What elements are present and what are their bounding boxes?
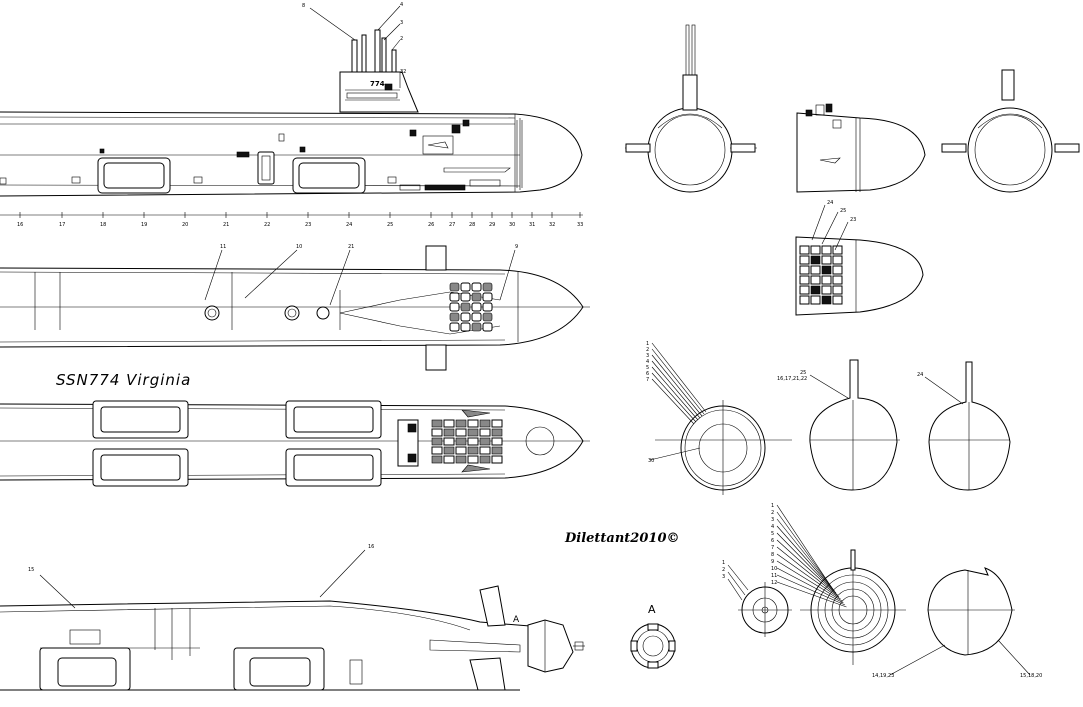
bow-detail-section: 24 25 23 xyxy=(795,200,924,316)
callout-s3-2: 2 xyxy=(722,567,725,573)
section-3-callout: 3 xyxy=(771,517,774,523)
section-3-callout: 7 xyxy=(771,545,774,551)
callout-11: 11 xyxy=(220,244,226,250)
callout-23: 23 xyxy=(850,217,856,223)
frame-label: 26 xyxy=(428,222,434,228)
side-elevation-view: 774 8 4 3 2 32 16 17 18 19 20 21 22 23 24 25 26 27 2… xyxy=(0,2,583,228)
section-3-callout: 10 xyxy=(771,566,777,572)
section-3-callout: 4 xyxy=(771,524,774,530)
bow-front-section xyxy=(625,24,757,193)
callout-10: 10 xyxy=(296,244,302,250)
section-3-callout: 11 xyxy=(771,573,777,579)
section-1-callout: 3 xyxy=(646,353,649,359)
drawing-title: SSN774 Virginia xyxy=(56,371,191,389)
callout-16-17-21-22: 16,17,21,22 xyxy=(777,376,807,382)
frame-label: 31 xyxy=(529,222,535,228)
frame-label: 19 xyxy=(141,222,147,228)
frame-label: 22 xyxy=(264,222,270,228)
section-1-callout: 7 xyxy=(646,377,649,383)
section-1-callout: 5 xyxy=(646,365,649,371)
frame-label: 27 xyxy=(449,222,455,228)
frame-label: 30 xyxy=(509,222,515,228)
section-3-small-circle: 1 2 3 xyxy=(722,560,792,637)
stern-section-marker: A xyxy=(513,615,520,625)
callout-24-profile: 24 xyxy=(917,372,923,378)
callout-32: 32 xyxy=(400,69,406,75)
section-1-callout: 6 xyxy=(646,371,649,377)
frame-label: 32 xyxy=(549,222,555,228)
callout-25: 25 xyxy=(840,208,846,214)
section-3-callout: 2 xyxy=(771,510,774,516)
section-3-callout: 8 xyxy=(771,552,774,558)
frame-label: 28 xyxy=(469,222,475,228)
callout-15: 15 xyxy=(28,567,34,573)
section-3-callout: 1 xyxy=(771,503,774,509)
section-2-profile: 24 xyxy=(917,361,1011,491)
callout-24: 24 xyxy=(827,200,833,206)
frame-label: 20 xyxy=(182,222,188,228)
stern-rear-section xyxy=(941,69,1080,193)
callout-30: 30 xyxy=(648,458,654,464)
stern-side-view: A 15 16 xyxy=(0,544,585,691)
section-1-callout: 4 xyxy=(646,359,649,365)
frame-label: 23 xyxy=(305,222,311,228)
section-4-profile: 14,19,23 15,18,20 xyxy=(872,567,1042,679)
callout-9: 9 xyxy=(515,244,518,250)
callout-14-19-23: 14,19,23 xyxy=(872,673,894,679)
top-plan-view: 11 10 21 9 xyxy=(0,244,590,371)
frame-label: 17 xyxy=(59,222,65,228)
callout-s3-3: 3 xyxy=(722,574,725,580)
callout-s3-1: 1 xyxy=(722,560,725,566)
bow-side-section xyxy=(796,103,926,193)
sail-hull-number: 774 xyxy=(370,80,385,88)
frame-label: 29 xyxy=(489,222,495,228)
frame-label: 18 xyxy=(100,222,106,228)
frame-label: 33 xyxy=(577,222,583,228)
callout-4: 4 xyxy=(400,2,403,8)
frame-label: 25 xyxy=(387,222,393,228)
section-1-profile: 25 16,17,21,22 xyxy=(777,359,900,491)
section-3-callout: 9 xyxy=(771,559,774,565)
callout-3: 3 xyxy=(400,20,403,26)
author-signature: Dilettant2010© xyxy=(564,531,680,546)
section-3-callout: 12 xyxy=(771,580,777,586)
frame-label: 16 xyxy=(17,222,23,228)
callout-16: 16 xyxy=(368,544,374,550)
frame-label: 21 xyxy=(223,222,229,228)
section-1-callout: 2 xyxy=(646,347,649,353)
callout-8: 8 xyxy=(302,3,305,9)
frame-scale: 16 17 18 19 20 21 22 23 24 25 26 27 28 29 30 31 32 33 xyxy=(17,212,583,228)
section-3-callout: 6 xyxy=(771,538,774,544)
frame-label: 24 xyxy=(346,222,352,228)
callout-21: 21 xyxy=(348,244,354,250)
section-1-callout: 1 xyxy=(646,341,649,347)
callout-15-18-20: 15,18,20 xyxy=(1020,673,1042,679)
callout-2: 2 xyxy=(400,36,403,42)
section-3-callout: 5 xyxy=(771,531,774,537)
section-a-view: A xyxy=(630,603,676,669)
callout-25-profile: 25 xyxy=(800,370,806,376)
section-a-label: A xyxy=(648,603,656,616)
bottom-plan-view xyxy=(0,400,590,487)
